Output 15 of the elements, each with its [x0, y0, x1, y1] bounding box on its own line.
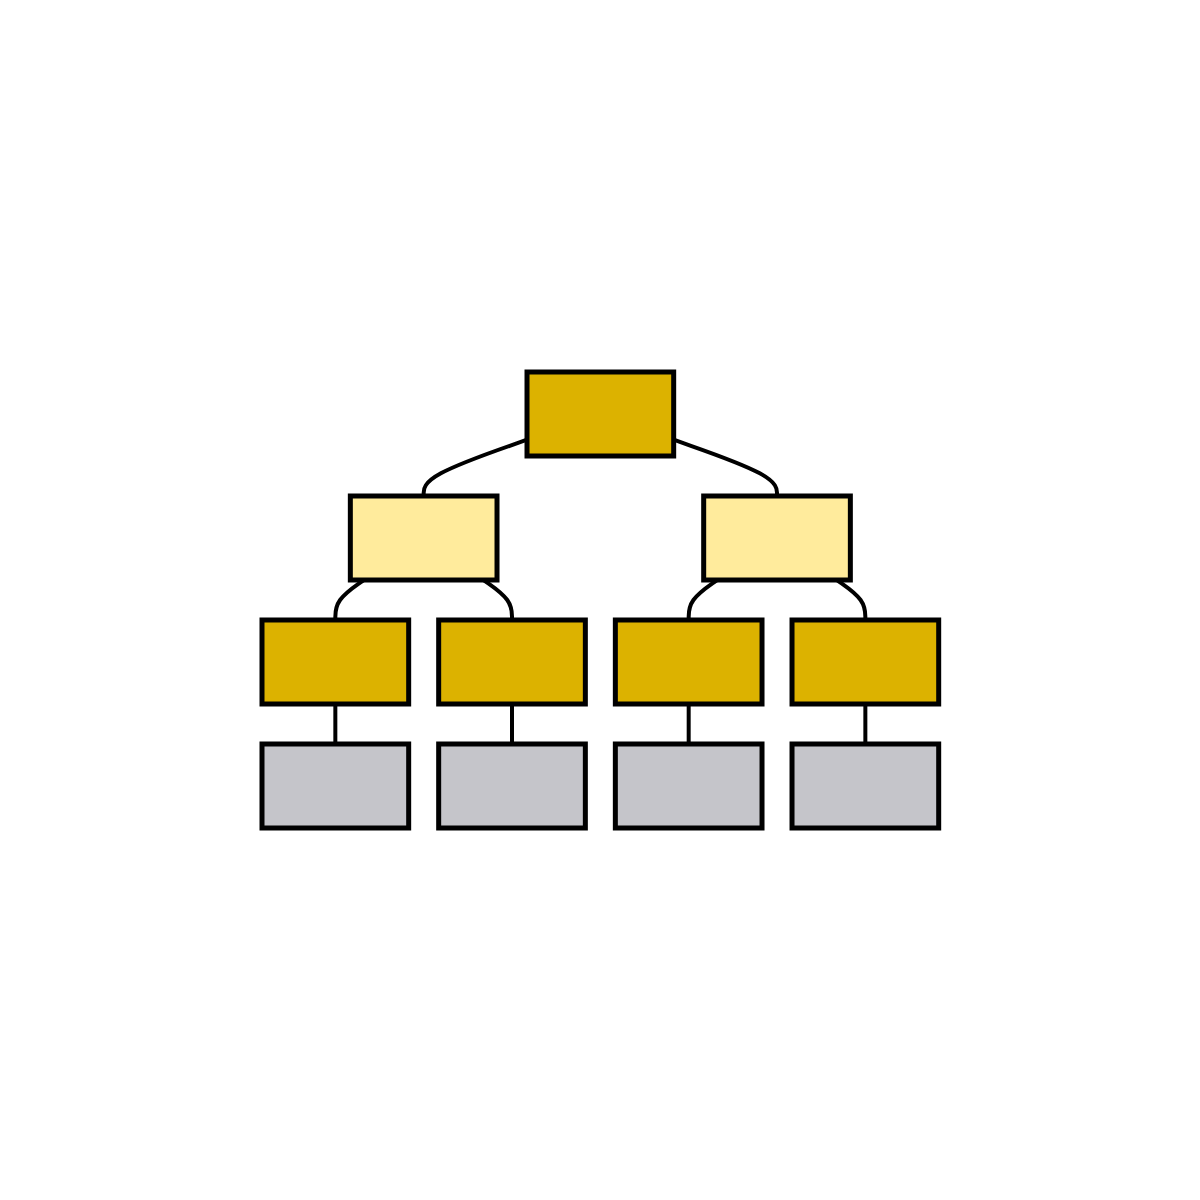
node-box: [524, 369, 676, 459]
connector: [509, 704, 514, 744]
node-box: [612, 741, 765, 831]
node-box: [700, 493, 853, 583]
node-box: [789, 617, 941, 707]
node-box: [435, 741, 588, 831]
node-box: [612, 617, 765, 707]
node-box: [259, 741, 411, 831]
node-box: [259, 617, 411, 707]
connector: [686, 704, 691, 744]
connector: [333, 704, 337, 744]
node-box: [347, 493, 500, 583]
node-box: [435, 617, 588, 707]
node-box: [789, 741, 941, 831]
connector: [863, 704, 867, 744]
